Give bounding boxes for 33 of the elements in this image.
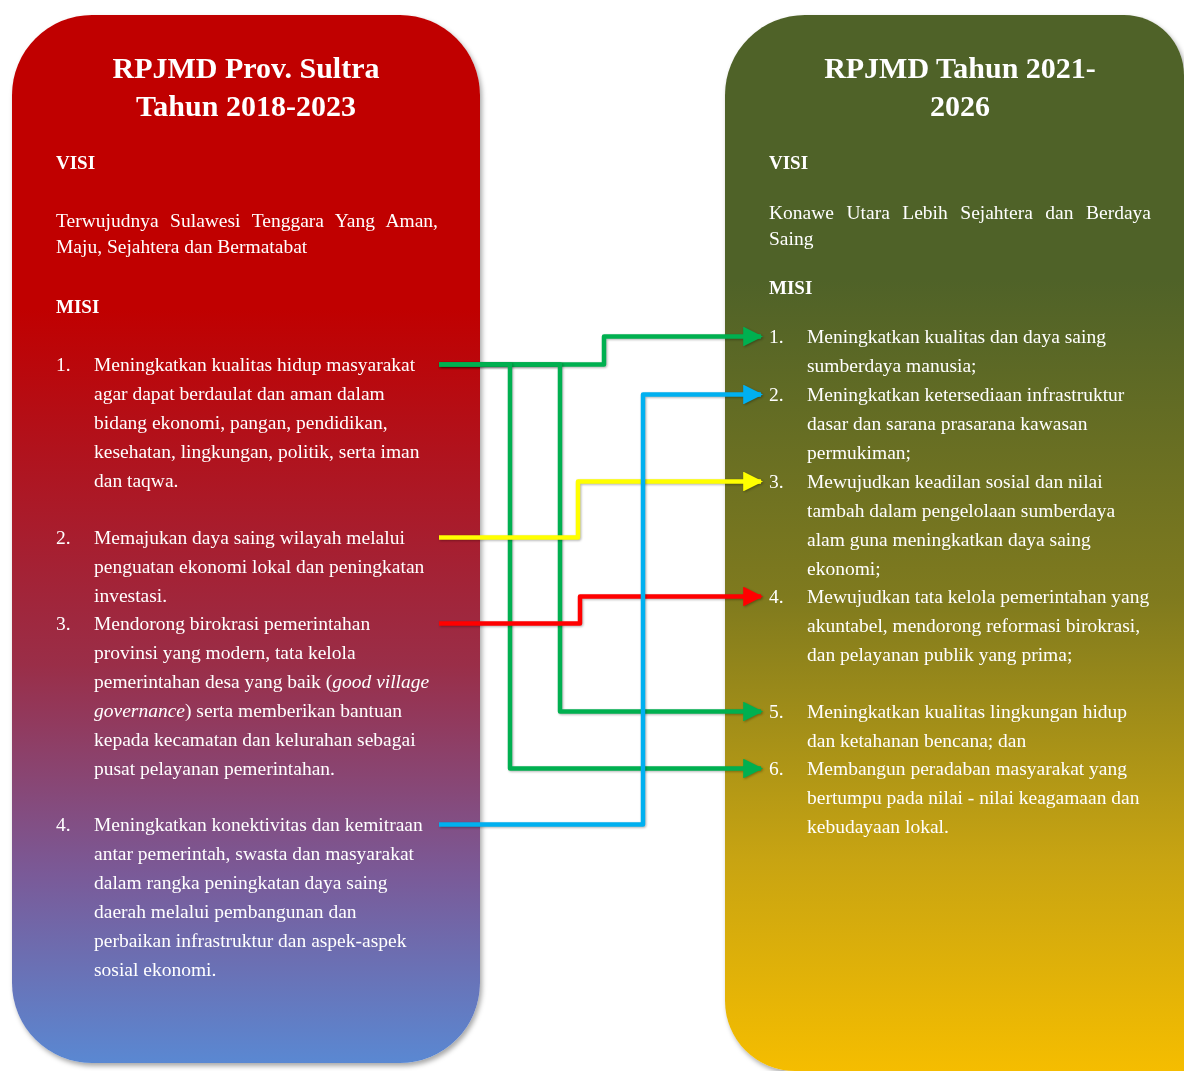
- mission-text: Mewujudkan keadilan sosial dan nilai tambah dalam pengelolaan sumberdaya alam guna meningkatkan daya saing ekonomi;: [807, 470, 1117, 581]
- list-number: 2.: [56, 526, 71, 550]
- mission-text: Meningkatkan kualitas hidup masyarakat agar dapat berdaulat dan aman dalam bidang ekonomi, pangan, pendidikan, kesehatan, lingkungan, politik, serta iman dan taqwa.: [94, 353, 421, 493]
- mission-text: Meningkatkan kualitas dan daya saing sumberdaya manusia;: [807, 325, 1107, 378]
- list-number: 6.: [769, 757, 784, 781]
- list-number: 5.: [769, 700, 784, 724]
- list-number: 2.: [769, 383, 784, 407]
- section-heading: MISI: [769, 277, 814, 299]
- list-number: 1.: [56, 353, 71, 377]
- list-number: 3.: [56, 612, 71, 636]
- section-heading: VISI: [769, 152, 810, 174]
- mission-text: Meningkatkan ketersediaan infrastruktur dasar dan sarana prasarana kawasan permukiman;: [807, 383, 1126, 465]
- mission-text: Memajukan daya saing wilayah melalui penguatan ekonomi lokal dan peningkatan investasi.: [94, 526, 426, 608]
- connector-arrow: [439, 586, 763, 626]
- list-number: 1.: [769, 325, 784, 349]
- panel: [725, 15, 1184, 1071]
- connector-arrow: [439, 471, 763, 540]
- panel: [12, 15, 480, 1063]
- mission-text: Mewujudkan tata kelola pemerintahan yang akuntabel, mendorong reformasi birokrasi, dan pelayanan publik yang prima;: [807, 585, 1151, 667]
- vision-text: Konawe Utara Lebih Sejahtera dan Berdaya Saing: [769, 201, 1151, 251]
- panel-title: RPJMD Prov. Sultra Tahun 2018-2023: [111, 50, 381, 124]
- list-number: 3.: [769, 470, 784, 494]
- mission-text: Mendorong birokrasi pemerintahan provinsi yang modern, tata kelola pemerintahan desa yang baik (good village governance) serta memberikan bantuan kepada kecamatan dan kelurahan sebagai pusat pelayanan pemerintahan.: [94, 612, 431, 781]
- panel-title: RPJMD Tahun 2021-2026: [823, 50, 1097, 124]
- list-number: 4.: [56, 813, 71, 837]
- connector-arrow: [439, 384, 763, 827]
- section-heading: MISI: [56, 296, 101, 318]
- vision-text: Terwujudnya Sulawesi Tenggara Yang Aman, Maju, Sejahtera dan Bermatabat: [56, 209, 438, 259]
- mission-text: Meningkatkan kualitas lingkungan hidup dan ketahanan bencana; dan: [807, 700, 1129, 753]
- mission-text: Membangun peradaban masyarakat yang bertumpu pada nilai - nilai keagamaan dan kebudayaan lokal.: [807, 757, 1141, 839]
- list-number: 4.: [769, 585, 784, 609]
- mission-text: Meningkatkan konektivitas dan kemitraan antar pemerintah, swasta dan masyarakat dalam rangka peningkatan daya saing daerah melalui pembangunan dan perbaikan infrastruktur dan aspek-aspek sosial ekonomi.: [94, 813, 424, 982]
- section-heading: VISI: [56, 152, 97, 174]
